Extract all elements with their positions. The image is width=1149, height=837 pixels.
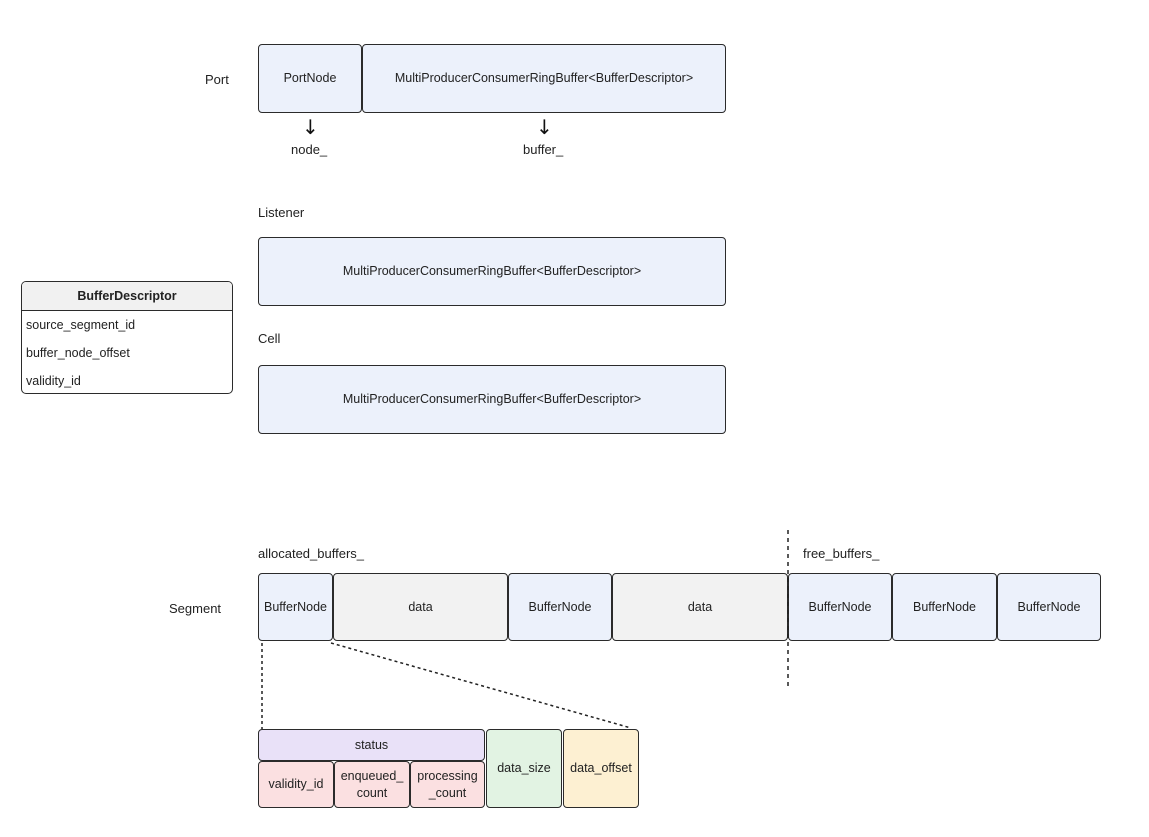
buffer-member-label: buffer_ (523, 142, 564, 157)
node-member-label: node_ (291, 142, 328, 157)
port-ring-buffer-box: MultiProducerConsumerRingBuffer<BufferDe… (362, 44, 726, 113)
buffer-descriptor-table: BufferDescriptor source_segment_id buffe… (21, 281, 233, 394)
cell-label: Cell (258, 331, 281, 346)
listener-label: Listener (258, 205, 305, 220)
buffer-arrow-down-icon: ↓ (536, 115, 553, 139)
data-offset-box: data_offset (563, 729, 639, 808)
free-buffers-label: free_buffers_ (803, 546, 880, 561)
allocated-buffers-label: allocated_buffers_ (258, 546, 365, 561)
cell-ring-buffer-box: MultiProducerConsumerRingBuffer<BufferDe… (258, 365, 726, 434)
enqueued-count-box: enqueued_ count (334, 761, 410, 808)
segment-buffer-node-2: BufferNode (508, 573, 612, 641)
buffer-descriptor-title: BufferDescriptor (22, 282, 232, 311)
status-box: status (258, 729, 485, 761)
data-size-box: data_size (486, 729, 562, 808)
port-node-box: PortNode (258, 44, 362, 113)
detail-connector-right (330, 642, 632, 729)
port-label: Port (205, 72, 229, 87)
segment-data-1: data (333, 573, 508, 641)
node-arrow-down-icon: ↓ (302, 115, 319, 139)
segment-data-2: data (612, 573, 788, 641)
field-source-segment-id: source_segment_id (26, 318, 136, 332)
segment-free-buffer-node-1: BufferNode (788, 573, 892, 641)
segment-buffer-node-1: BufferNode (258, 573, 333, 641)
segment-label: Segment (169, 601, 222, 616)
processing-count-box: processing _count (410, 761, 485, 808)
field-buffer-node-offset: buffer_node_offset (26, 346, 130, 360)
validity-id-box: validity_id (258, 761, 334, 808)
segment-free-buffer-node-2: BufferNode (892, 573, 997, 641)
segment-free-buffer-node-3: BufferNode (997, 573, 1101, 641)
field-validity-id: validity_id (26, 374, 81, 388)
listener-ring-buffer-box: MultiProducerConsumerRingBuffer<BufferDe… (258, 237, 726, 306)
